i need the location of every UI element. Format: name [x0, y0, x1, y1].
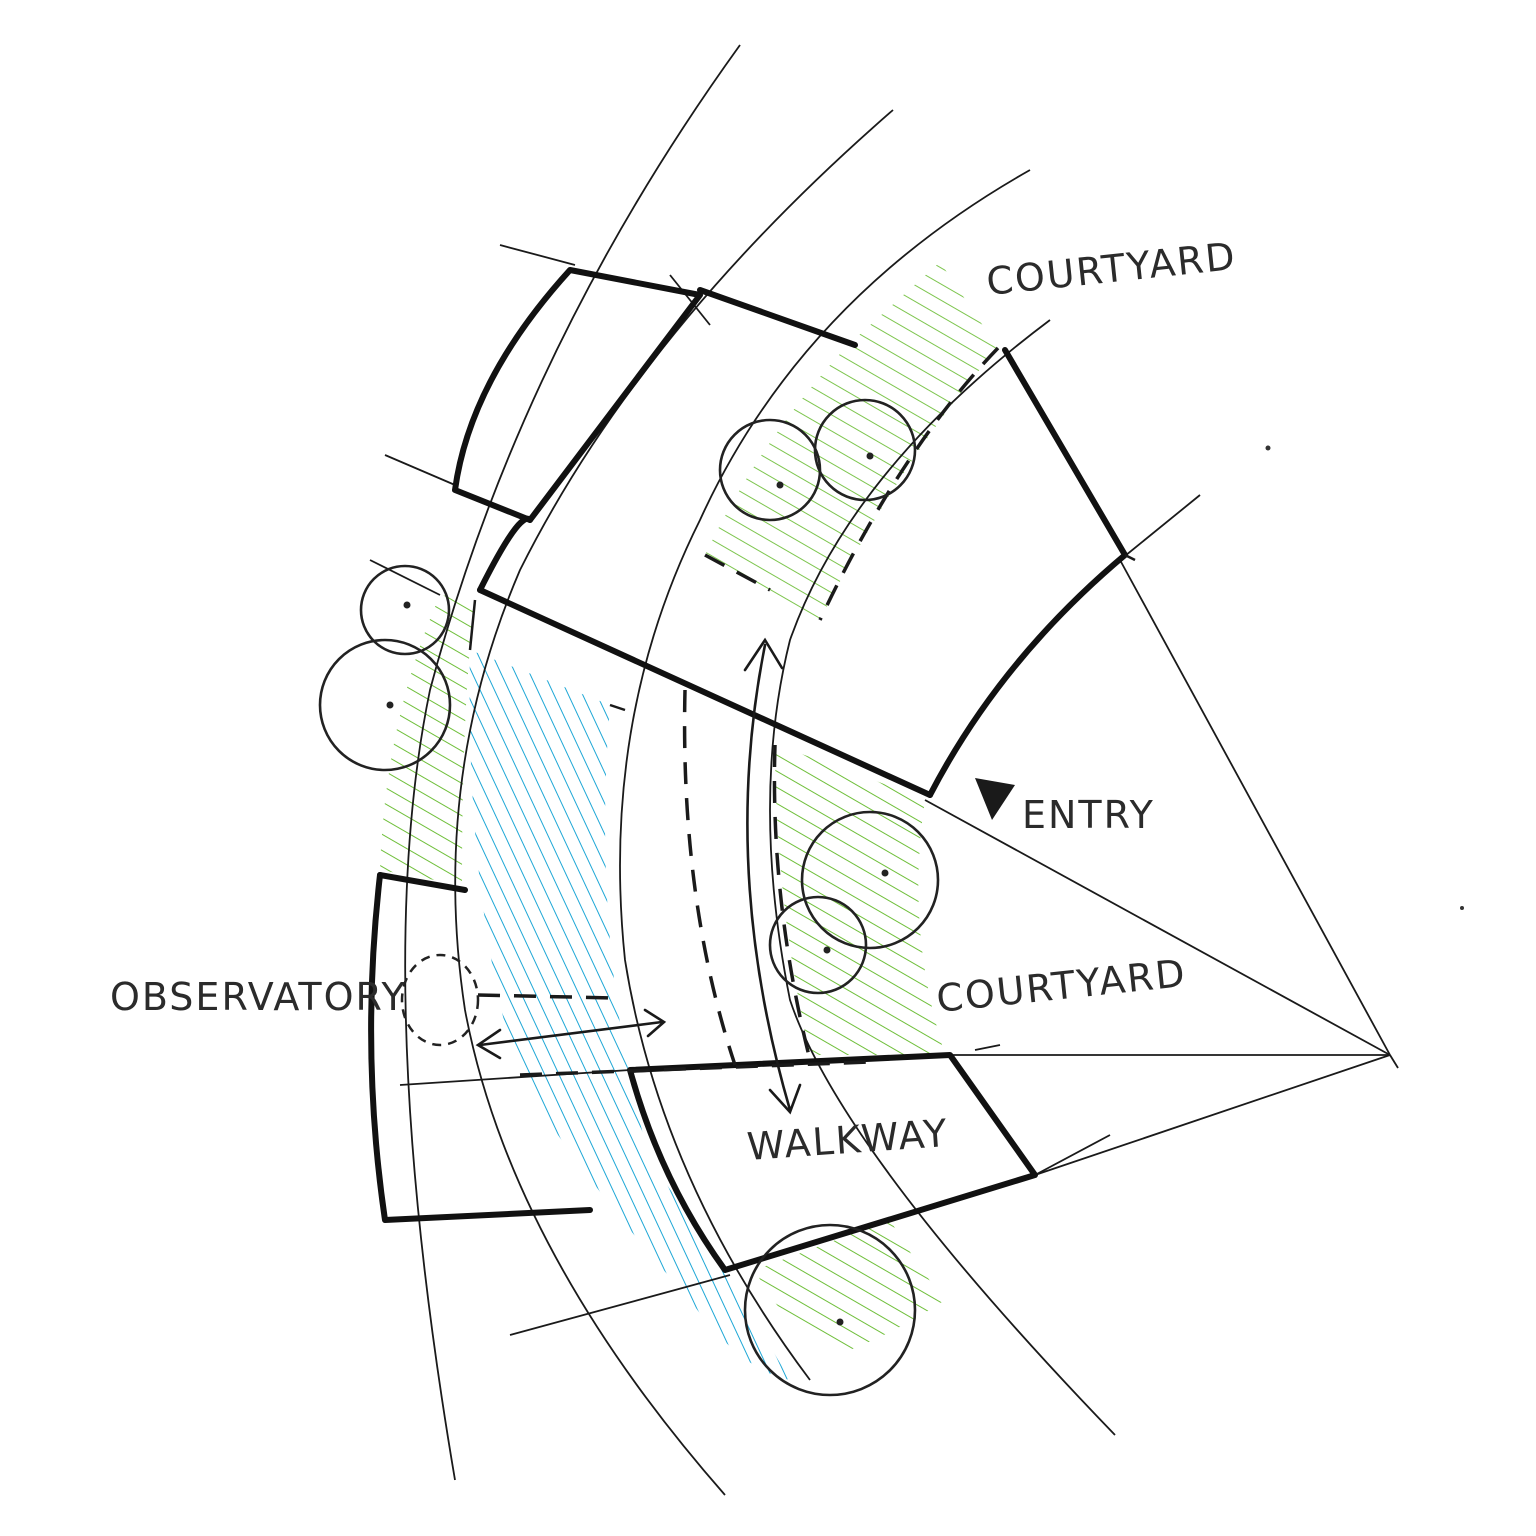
tree-icons	[318, 398, 940, 1397]
dashed-paths	[477, 346, 1000, 1077]
radial-guides	[369, 44, 1399, 1496]
blue-water-channel	[469, 650, 790, 1380]
label-entry: ENTRY	[1022, 793, 1155, 837]
green-courtyard-bottom	[755, 1220, 945, 1350]
observatory-arrow	[475, 1008, 667, 1060]
green-courtyard-right	[775, 745, 945, 1055]
observatory-dashed-circle	[400, 953, 480, 1047]
inner-edges	[468, 553, 1136, 712]
label-observatory: OBSERVATORY	[110, 975, 407, 1019]
building-outlines	[368, 267, 1128, 1273]
walkway-arrow	[743, 637, 802, 1115]
label-walkway: WALKWAY	[746, 1111, 951, 1169]
paper-specks	[1265, 445, 1464, 910]
entry-marker-icon	[975, 778, 1015, 820]
label-courtyard-top: COURTYARD	[984, 234, 1238, 304]
green-courtyard-top	[705, 262, 998, 620]
green-strip-left	[380, 595, 475, 885]
tree-trunks	[386, 452, 889, 1326]
label-courtyard-right: COURTYARD	[934, 951, 1188, 1021]
